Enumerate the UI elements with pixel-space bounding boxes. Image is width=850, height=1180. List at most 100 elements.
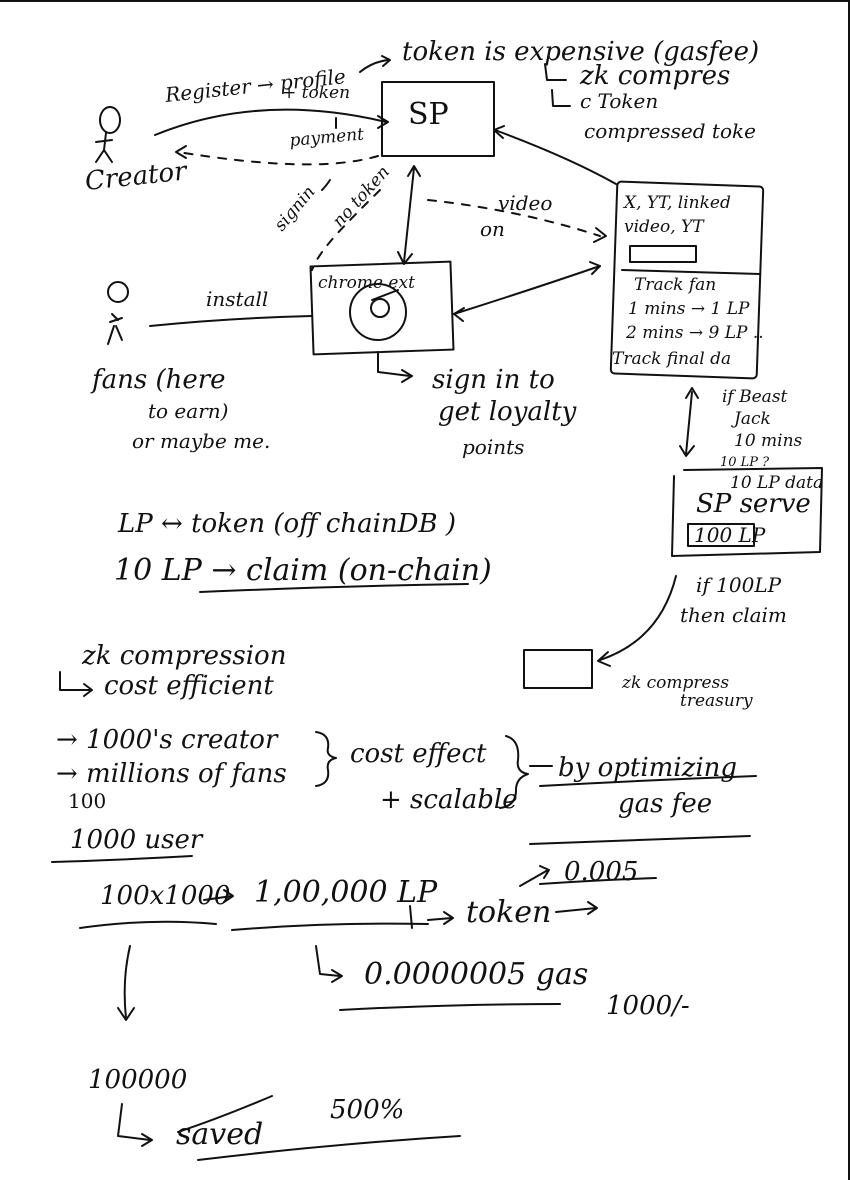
chrome-ext-label: chrome ext [318, 273, 415, 293]
platform-line5: 2 mins → 9 LP .. [625, 323, 764, 343]
to-earn-label: to earn) [148, 399, 228, 423]
gas-fee-hook-head [331, 969, 343, 983]
sp-serve-note: SP serve [696, 489, 811, 519]
millions-note: → millions of fans [56, 759, 287, 789]
points-note: points [462, 435, 524, 459]
fan-figure [107, 281, 129, 345]
claim-arrow [599, 575, 677, 661]
hundred-k-note: 100000 [88, 1065, 187, 1095]
down-arrow-head [117, 1007, 135, 1021]
chrome-icon-stroke [371, 289, 399, 301]
platform-serve-head-down [679, 445, 695, 457]
brace-two [499, 735, 529, 809]
cost-effect-note: cost effect [350, 739, 487, 769]
claim-note: 10 LP → claim (on-chain) [114, 553, 492, 588]
saved-note: saved [176, 1117, 263, 1152]
saved-hook [117, 1103, 151, 1141]
users-underline [51, 855, 193, 863]
sp-to-creator-dashed [177, 151, 379, 166]
gas-fee-hook [315, 945, 341, 977]
token-arrow [427, 917, 453, 921]
hundred-lp-box [687, 523, 755, 547]
or-maybe-label: or maybe me. [132, 429, 270, 453]
video-note: video [498, 191, 552, 215]
platform-line2: video, YT [624, 217, 705, 237]
chrome-ext-box [309, 260, 455, 356]
saved-hook-head [141, 1133, 153, 1147]
creator-to-sp-head [377, 115, 389, 129]
platform-serve-link [685, 391, 693, 455]
claim-arrow-head [597, 651, 611, 667]
sign-in-note: sign in to [432, 365, 555, 395]
ten-lp-data-note: 10 LP data [730, 473, 823, 493]
creator-label: Creator [84, 156, 190, 197]
product-note: 100x1000 [100, 881, 230, 911]
lp-total-bracket [231, 922, 429, 931]
token-note: token [466, 895, 551, 930]
if-beast-note: if Beast [722, 387, 788, 407]
platform-box [609, 180, 765, 380]
ext-platform-head-left [453, 307, 465, 322]
treasury-box [523, 649, 593, 689]
small-fee-arrow-head [539, 865, 550, 879]
ctoken-hook [551, 89, 571, 107]
sp-label: SP [408, 97, 449, 132]
sign-in-hook-head [401, 369, 413, 383]
percent-note: 500% [330, 1095, 404, 1125]
ten-mins-note: 10 mins [734, 431, 803, 451]
token-arrow-head [443, 911, 454, 925]
fans-label: fans (here [90, 365, 226, 395]
cost-efficient-hook [59, 671, 91, 691]
fan-to-ext-line [149, 315, 313, 327]
users-note: 1000 user [70, 825, 204, 855]
lp-token-note: LP ↔ token (off chainDB ) [117, 509, 456, 539]
cost-efficient-note: cost efficient [104, 671, 274, 701]
page-top-edge [0, 0, 850, 2]
cost-efficient-head [83, 683, 93, 697]
if-100lp-note: if 100LP [696, 573, 782, 597]
saved-underline [197, 1135, 461, 1161]
video-dashed-arrow [427, 199, 601, 237]
sp-ext-link [403, 167, 415, 263]
zk-treasury-note2: treasury [680, 691, 753, 711]
brace-one [315, 731, 337, 787]
gas-fee-calc-note: 0.0000005 gas [364, 957, 588, 992]
payment-note: payment [289, 125, 365, 151]
get-loyalty-note: get loyalty [438, 397, 577, 427]
gas-fee-note: gas fee [618, 789, 712, 819]
signin-note: signin [271, 182, 320, 235]
zk-compress-note: zk compres [579, 61, 730, 91]
creator-figure [95, 106, 121, 163]
ctoken-note: c Token [580, 89, 658, 113]
lp-total-note: 1,00,000 LP [254, 875, 438, 910]
platform-divider [621, 269, 761, 275]
sp-to-creator-head [175, 145, 187, 159]
lp-total-tick [409, 905, 413, 929]
sp-platform-head [493, 125, 505, 139]
saved-strike [177, 1095, 273, 1133]
platform-line3: Track fan [634, 275, 716, 295]
hundred-lp-label: 100 LP [694, 523, 766, 547]
sp-serve-box [671, 467, 823, 557]
token-expensive-note: token is expensive (gasfee) [402, 37, 759, 67]
product-arrow-head [223, 889, 234, 903]
signin-arrow-head [321, 179, 331, 191]
platform-line1: X, YT, linked [622, 193, 731, 213]
creator-to-sp-line [154, 108, 387, 136]
sp-platform-link [494, 129, 617, 185]
token-right-arrow [555, 907, 597, 913]
platform-line6: Track final da [612, 349, 731, 369]
ext-platform-link [453, 265, 601, 315]
platform-serve-head-up [685, 387, 699, 399]
scalable-note: + scalable [380, 785, 518, 815]
gas-fee-underline [529, 835, 751, 845]
zk-compress-hook [544, 63, 567, 81]
token-right-arrow-head [587, 901, 598, 915]
product-arrow [203, 895, 233, 901]
zk-compression-note: zk compression [81, 641, 286, 671]
sp-ext-head-up [407, 165, 421, 177]
chrome-icon-center [370, 298, 390, 318]
token-plus-note: + token [282, 83, 350, 103]
